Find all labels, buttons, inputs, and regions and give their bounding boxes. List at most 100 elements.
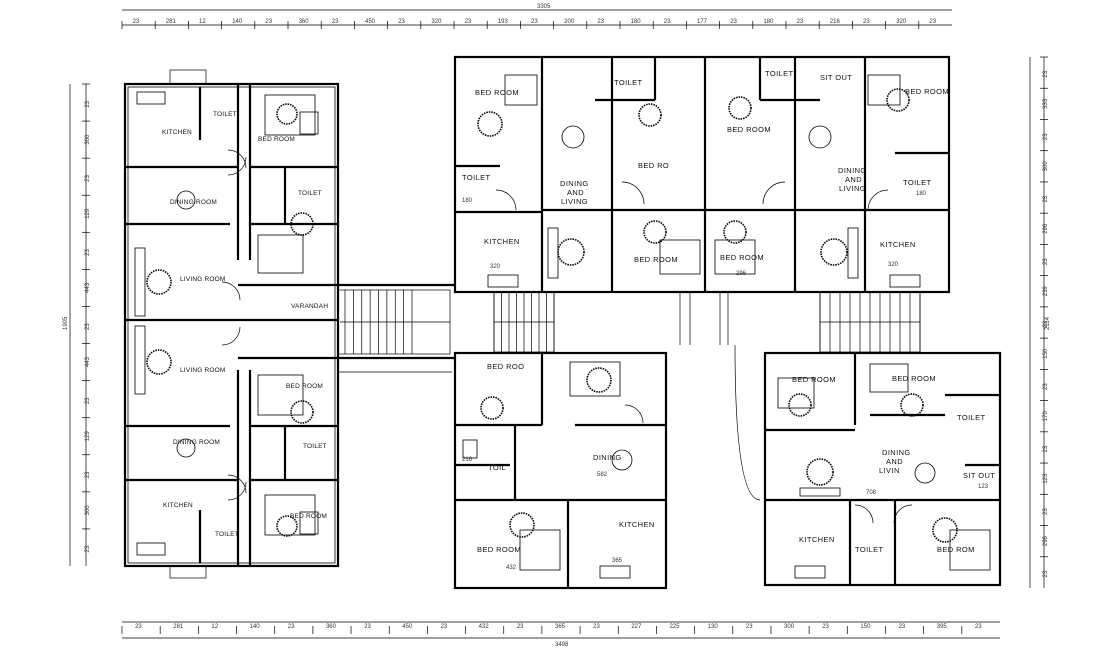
- label-kitchen-tc1: KITCHEN: [484, 237, 520, 246]
- label-kitchen-2: KITCHEN: [163, 502, 193, 509]
- right-dimension-value: 170: [1043, 411, 1049, 422]
- top-dimension-value: 23: [398, 19, 405, 25]
- top-dimension-value: 23: [332, 19, 339, 25]
- inner-dim-216: 216: [462, 457, 473, 463]
- top-dimension-value: 281: [166, 19, 177, 25]
- inner-dim-432: 432: [506, 565, 517, 571]
- top-dimension-value: 193: [498, 19, 509, 25]
- inner-dim-708: 708: [866, 490, 877, 496]
- inner-dim-180-a: 180: [462, 198, 473, 204]
- label-bedroom-br2: BED ROOM: [892, 374, 936, 383]
- bottom-dimension-value: 365: [555, 624, 566, 630]
- left-dimension-value: 300: [85, 505, 91, 516]
- top-dimension-value: 23: [597, 19, 604, 25]
- top-dimension-value: 450: [365, 19, 376, 25]
- label-varandah: VARANDAH: [291, 303, 328, 310]
- bottom-dimension-value: 395: [937, 624, 948, 630]
- bottom-dimension-value: 23: [135, 624, 142, 630]
- top-total-dimension: 3305: [537, 4, 551, 10]
- top-dimension-value: 23: [730, 19, 737, 25]
- left-wing-labels: KITCHEN TOILET BED ROOM DINING ROOM TOIL…: [162, 111, 328, 538]
- top-dimension-value: 23: [531, 19, 538, 25]
- top-dimension-value: 12: [199, 19, 206, 25]
- left-dimension-value: 129: [85, 431, 91, 442]
- left-dimension-value: 23: [85, 545, 91, 552]
- label-toilet-tc2: TOILET: [765, 69, 794, 78]
- left-dimension-value: 129: [85, 208, 91, 219]
- bottom-dimension-value: 227: [631, 624, 642, 630]
- top-dimension-value: 23: [929, 19, 936, 25]
- right-dimension-string: 2114 23333233002329623239231502317023123…: [1029, 56, 1051, 588]
- bottom-dimension-value: 23: [975, 624, 982, 630]
- label-bedroom-tc3: BED ROOM: [727, 125, 771, 134]
- inner-dim-180-b: 180: [916, 191, 927, 197]
- label-sitout-tc: SIT OUT: [820, 73, 852, 82]
- top-dimension-value: 320: [431, 19, 442, 25]
- top-dimension-value: 180: [763, 19, 774, 25]
- label-bedroom-tc5: BED ROOM: [634, 255, 678, 264]
- inner-dim-296-a: 296: [736, 271, 747, 277]
- left-dimension-value: 23: [85, 471, 91, 478]
- label-toilet-2: TOILET: [298, 190, 322, 197]
- label-dining-1: DINING ROOM: [170, 199, 217, 206]
- bottom-dimension-value: 23: [899, 624, 906, 630]
- inner-dimension-notes: 180 320 296 320 180 216 582 432 365 708 …: [462, 191, 989, 571]
- top-dimension-value: 23: [863, 19, 870, 25]
- bottom-dimension-value: 140: [250, 624, 261, 630]
- label-toilet-tc4: TOILET: [903, 178, 932, 187]
- right-dimension-values: 2333323300232962323923150231702312323296…: [1040, 56, 1049, 577]
- top-dimension-value: 23: [797, 19, 804, 25]
- right-dimension-value: 296: [1043, 535, 1049, 546]
- top-dimension-value: 23: [265, 19, 272, 25]
- label-bedroom-tc6: BED ROOM: [720, 253, 764, 262]
- left-total-dimension: 1905: [63, 316, 69, 330]
- label-toilet-tc1: TOILET: [614, 78, 643, 87]
- bottom-dimension-value: 150: [860, 624, 871, 630]
- right-dimension-value: 239: [1043, 286, 1049, 297]
- left-dimension-value: 23: [85, 174, 91, 181]
- label-dining-tc2: DINING: [838, 166, 867, 175]
- bottom-right-labels: BED ROOM BED ROOM TOILET DINING AND LIVI…: [792, 374, 995, 554]
- stair-treads-2: [493, 292, 921, 352]
- bottom-dimension-value: 130: [708, 624, 719, 630]
- label-bedroom-bc1: BED ROO: [487, 362, 524, 371]
- label-bedroom-br3: BED ROM: [937, 545, 975, 554]
- label-dining-tc1: DINING: [560, 179, 589, 188]
- right-dimension-value: 23: [1043, 508, 1049, 515]
- right-dimension-value: 23: [1043, 320, 1049, 327]
- label-bedroom-tc2: BED ROOM: [905, 87, 949, 96]
- right-dimension-value: 296: [1043, 223, 1049, 234]
- bottom-dimension-value: 23: [364, 624, 371, 630]
- bottom-dimension-value: 432: [479, 624, 490, 630]
- top-dimension-value: 320: [896, 19, 907, 25]
- top-dimension-value: 360: [299, 19, 310, 25]
- bottom-dimension-value: 300: [784, 624, 795, 630]
- bottom-dimension-value: 23: [746, 624, 753, 630]
- top-dimension-value: 200: [564, 19, 575, 25]
- label-toilet-br2: TOILET: [855, 545, 884, 554]
- label-living-1: LIVING ROOM: [180, 276, 226, 283]
- bottom-dimension-value: 450: [402, 624, 413, 630]
- label-bedroom-tc4: BED RO: [638, 161, 669, 170]
- label-bedroom-bc2: BED ROOM: [477, 545, 521, 554]
- left-dimension-value: 23: [85, 323, 91, 330]
- label-toil-bc: TOIL: [488, 463, 506, 472]
- label-living-2: LIVING ROOM: [180, 367, 226, 374]
- stair-treads: [344, 290, 413, 354]
- varandah-and-stairs: [238, 283, 455, 373]
- label-living-br: LIVIN: [879, 466, 900, 475]
- label-living-tc1: LIVING: [561, 197, 588, 206]
- bottom-center-block: [453, 351, 668, 590]
- label-kitchen-1: KITCHEN: [162, 129, 192, 136]
- right-dimension-value: 300: [1043, 161, 1049, 172]
- right-dimension-value: 150: [1043, 348, 1049, 359]
- label-bedroom-1: BED ROOM: [258, 136, 295, 143]
- inner-dim-320-a: 320: [490, 264, 501, 270]
- left-dimension-value: 443: [85, 356, 91, 367]
- top-dimension-value: 216: [830, 19, 841, 25]
- label-toilet-4: TOILET: [215, 531, 239, 538]
